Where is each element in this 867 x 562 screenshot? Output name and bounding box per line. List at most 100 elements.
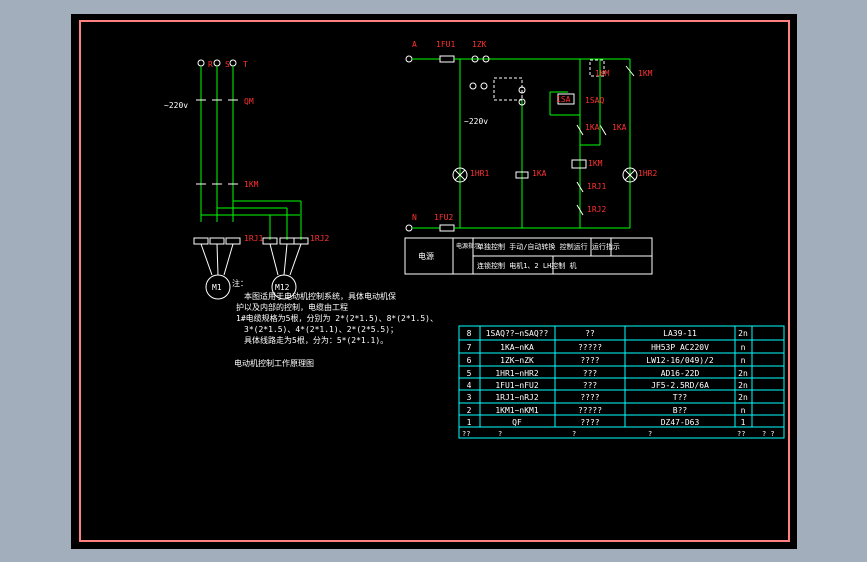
parts-cell-name: ???? xyxy=(580,418,599,427)
parts-cell-no: 5 xyxy=(467,369,472,378)
switch-label: 1ZK xyxy=(472,40,487,49)
relay2-label: 1RJ2 xyxy=(310,234,329,243)
motor-m1-label: M1 xyxy=(212,283,222,292)
parts-cell-code: 1RJ1~nRJ2 xyxy=(495,393,539,402)
parts-cell-code: QF xyxy=(512,418,522,427)
parts-cell-name: ???? xyxy=(580,356,599,365)
parts-cell-code: 1SAQ??~nSAQ?? xyxy=(486,329,549,338)
sa-label: 1SA xyxy=(556,95,571,104)
parts-header-no: ?? xyxy=(462,430,470,438)
diagram-caption: 电动机控制工作原理图 xyxy=(234,358,314,368)
notes-block: 注： 本图适用于电动机控制系统，具体电动机保 护以及内部的控制，电缆由工程 1#… xyxy=(232,278,438,368)
parts-header-extra: ? ? xyxy=(762,430,775,438)
parts-cell-no: 2 xyxy=(467,406,472,415)
breaker-label: QM xyxy=(244,97,254,106)
parts-cell-model: HH53P AC220V xyxy=(651,343,709,352)
parts-header-code: ? xyxy=(498,430,502,438)
phase-a-label: A xyxy=(412,40,417,49)
contactor-aux-label: 1KM xyxy=(638,69,653,78)
parts-cell-qty: 2n xyxy=(738,369,748,378)
parts-header-qty: ?? xyxy=(737,430,745,438)
parts-header-model: ? xyxy=(648,430,652,438)
function-col2: 电源指示 xyxy=(456,242,480,250)
sheet-border xyxy=(79,20,790,542)
parts-cell-qty: 1 xyxy=(741,418,746,427)
control-circuit xyxy=(405,55,638,232)
contactor-label: 1KM xyxy=(244,180,259,189)
parts-cell-qty: n xyxy=(741,356,746,365)
lamp1-icon xyxy=(452,167,468,183)
parts-cell-model: LW12-16/049)/2 xyxy=(646,356,714,365)
parts-cell-name: ?? xyxy=(585,329,595,338)
lamp2-icon xyxy=(622,167,638,183)
function-table xyxy=(404,237,653,275)
parts-cell-code: 1KA~nKA xyxy=(500,343,534,352)
relay1-label: 1RJ1 xyxy=(244,234,263,243)
parts-cell-qty: 2n xyxy=(738,329,748,338)
parts-cell-no: 7 xyxy=(467,343,472,352)
parts-cell-name: ??? xyxy=(583,381,598,390)
parts-cell-code: 1KM1~nKM1 xyxy=(495,406,539,415)
parts-cell-no: 8 xyxy=(467,329,472,338)
parts-cell-model: AD16-22D xyxy=(661,369,700,378)
motor-m12-label: M12 xyxy=(275,283,290,292)
parts-cell-code: 1ZK~nZK xyxy=(500,356,534,365)
lamp1-label: 1HR1 xyxy=(470,169,489,178)
terminal-t xyxy=(229,59,237,67)
parts-cell-model: B?? xyxy=(673,406,688,415)
notes-line-2: 护以及内部的控制，电缆由工程 xyxy=(236,302,348,312)
parts-cell-model: LA39-11 xyxy=(663,329,697,338)
control-voltage-label: ~220v xyxy=(464,117,488,126)
thermal1-label: 1RJ1 xyxy=(587,182,606,191)
function-row2: 连锁控制 电机1、2 LH控制 机 xyxy=(477,261,577,270)
parts-cell-name: ???? xyxy=(580,393,599,402)
parts-cell-qty: n xyxy=(741,343,746,352)
function-row1: 单独控制 手动/自动转换 控制运行 运行指示 xyxy=(477,242,620,251)
parts-table xyxy=(458,325,785,439)
notes-line-1: 本图适用于电动机控制系统，具体电动机保 xyxy=(244,291,396,301)
parts-cell-name: ????? xyxy=(578,343,602,352)
parts-cell-code: 1FU1~nFU2 xyxy=(495,381,539,390)
lamp2-label: 1HR2 xyxy=(638,169,657,178)
parts-cell-model: DZ47-D63 xyxy=(661,418,700,427)
phase-t-label: T xyxy=(243,60,248,69)
relay-contact2-label: 1KA xyxy=(612,123,627,132)
phase-s-label: S xyxy=(225,60,230,69)
terminal-n xyxy=(405,224,413,232)
motor-power-circuit xyxy=(193,59,309,300)
parts-cell-qty: n xyxy=(741,406,746,415)
parts-cell-code: 1HR1~nHR2 xyxy=(495,369,539,378)
drawing-sheet xyxy=(71,14,797,549)
notes-line-4: 3*(2*1.5)、4*(2*1.1)、2*(2*5.5)； xyxy=(244,325,398,334)
motor-m1-icon xyxy=(205,274,231,300)
contactor-coil-icon xyxy=(571,159,587,169)
parts-cell-model: JF5-2.5RD/6A xyxy=(651,381,709,390)
terminal-r xyxy=(197,59,205,67)
function-left-label: 电源 xyxy=(418,251,434,261)
neutral-label: N xyxy=(412,213,417,222)
phase-r-label: R xyxy=(208,60,213,69)
fuse2-icon xyxy=(439,224,455,232)
parts-cell-model: T?? xyxy=(673,393,688,402)
notes-line-5: 具体线路走为5根，分为：5*(2*1.1)。 xyxy=(244,335,388,345)
parts-cell-no: 4 xyxy=(467,381,472,390)
parts-cell-name: ??? xyxy=(583,369,598,378)
motor-voltage-label: ~220v xyxy=(164,101,188,110)
relay-label: 1KA xyxy=(532,169,547,178)
parts-cell-qty: 2n xyxy=(738,381,748,390)
fuse1-icon xyxy=(439,55,455,63)
notes-title: 注： xyxy=(232,278,248,288)
contactor-coil-label: 1KM xyxy=(588,159,603,168)
parts-cell-no: 6 xyxy=(467,356,472,365)
notes-line-3: 1#电缆规格为5根，分别为 2*(2*1.5)、8*(2*1.5)、 xyxy=(236,313,438,323)
fuse2-label: 1FU2 xyxy=(434,213,453,222)
parts-cell-no: 1 xyxy=(467,418,472,427)
relay-coil-icon xyxy=(515,171,529,179)
fuse1-label: 1FU1 xyxy=(436,40,455,49)
parts-cell-no: 3 xyxy=(467,393,472,402)
relay-contact-label: 1KA xyxy=(585,123,600,132)
parts-cell-qty: 2n xyxy=(738,393,748,402)
motor-m12-icon xyxy=(271,274,297,300)
pushbutton-label: 1SAQ xyxy=(585,96,604,105)
